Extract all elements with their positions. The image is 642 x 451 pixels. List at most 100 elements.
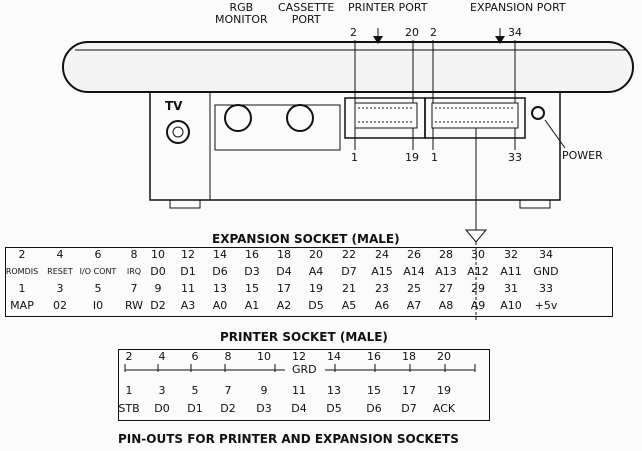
- even-pin-number: 30: [471, 248, 485, 261]
- even-pin-number: 8: [130, 248, 138, 261]
- even-pin-signal: A15: [371, 265, 393, 278]
- expansion-port-connector: [431, 102, 519, 129]
- even-pin-number: 18: [277, 248, 291, 261]
- even-pin-signal: A4: [308, 265, 324, 278]
- even-pin-signal: D0: [150, 265, 166, 278]
- even-pin-number: 20: [309, 248, 323, 261]
- odd-pin-number: 19: [309, 282, 323, 295]
- even-pin-signal: D1: [180, 265, 196, 278]
- caption: PIN-OUTS FOR PRINTER AND EXPANSION SOCKE…: [118, 432, 459, 446]
- cassette-din-socket-icon: [286, 104, 314, 132]
- odd-pin-number: 29: [471, 282, 485, 295]
- even-pin-number: 14: [327, 350, 341, 363]
- even-pin-number: 10: [151, 248, 165, 261]
- odd-pin-number: 27: [439, 282, 453, 295]
- even-pin-number: 4: [158, 350, 166, 363]
- odd-pin-number: 1: [18, 282, 26, 295]
- printer-port-label: PRINTER PORT: [348, 1, 428, 14]
- even-pin-signal: GND: [533, 265, 559, 278]
- even-pin-number: 24: [375, 248, 389, 261]
- odd-pin-signal: MAP: [10, 299, 34, 312]
- odd-pin-number: 3: [56, 282, 64, 295]
- even-pin-signal: RESET: [47, 267, 73, 276]
- even-pin-number: 16: [245, 248, 259, 261]
- odd-pin-number: 15: [245, 282, 259, 295]
- odd-pin-signal: D7: [401, 402, 417, 415]
- even-pin-number: 2: [18, 248, 26, 261]
- odd-pin-signal: STB: [118, 402, 140, 415]
- even-pin-number: 22: [342, 248, 356, 261]
- odd-pin-number: 7: [224, 384, 232, 397]
- power-socket-icon: [531, 106, 545, 120]
- even-pin-number: 8: [224, 350, 232, 363]
- expansion-port-label: EXPANSION PORT: [470, 1, 566, 14]
- odd-pin-signal: D1: [187, 402, 203, 415]
- odd-pin-number: 11: [181, 282, 195, 295]
- expansion-socket-title: EXPANSION SOCKET (MALE): [212, 232, 400, 246]
- odd-pin-number: 9: [154, 282, 162, 295]
- even-pin-number: 4: [56, 248, 64, 261]
- odd-pin-number: 15: [367, 384, 381, 397]
- even-pin-signal: I/O CONT: [79, 267, 117, 276]
- rgb-label-line1: RGB: [229, 1, 254, 14]
- computer-case-edge: [62, 41, 634, 93]
- rear-panel: [149, 92, 561, 201]
- even-pin-signal: A11: [500, 265, 522, 278]
- odd-pin-number: 13: [327, 384, 341, 397]
- odd-pin-number: 5: [94, 282, 102, 295]
- odd-pin-number: 11: [292, 384, 306, 397]
- odd-pin-number: 9: [260, 384, 268, 397]
- odd-pin-signal: D0: [154, 402, 170, 415]
- even-pin-signal: A12: [467, 265, 489, 278]
- even-pin-number: 18: [402, 350, 416, 363]
- power-label: POWER: [562, 149, 603, 162]
- odd-pin-signal: A2: [276, 299, 292, 312]
- even-pin-number: 12: [181, 248, 195, 261]
- even-pin-signal: ROMDIS: [5, 267, 39, 276]
- odd-pin-number: 1: [125, 384, 133, 397]
- odd-pin-signal: A9: [470, 299, 486, 312]
- odd-pin-number: 31: [504, 282, 518, 295]
- pin-label: 19: [405, 151, 419, 164]
- odd-pin-number: 5: [191, 384, 199, 397]
- pin-label: 2: [350, 26, 357, 39]
- odd-pin-number: 17: [402, 384, 416, 397]
- odd-pin-signal: A5: [341, 299, 357, 312]
- odd-pin-signal: D5: [326, 402, 342, 415]
- even-pin-number: 6: [191, 350, 199, 363]
- odd-pin-signal: D5: [308, 299, 324, 312]
- odd-pin-number: 13: [213, 282, 227, 295]
- even-pin-number: 28: [439, 248, 453, 261]
- odd-pin-signal: A10: [500, 299, 522, 312]
- odd-pin-number: 7: [130, 282, 138, 295]
- printer-socket-title: PRINTER SOCKET (MALE): [220, 330, 388, 344]
- odd-pin-signal: D4: [291, 402, 307, 415]
- odd-pin-number: 33: [539, 282, 553, 295]
- even-pin-number: 26: [407, 248, 421, 261]
- odd-pin-signal: D2: [220, 402, 236, 415]
- odd-pin-signal: A8: [438, 299, 454, 312]
- even-pin-signal: IRQ: [126, 267, 142, 276]
- odd-pin-signal: +5v: [534, 299, 558, 312]
- even-pin-number: 10: [257, 350, 271, 363]
- even-pin-signal: D4: [276, 265, 292, 278]
- odd-pin-number: 21: [342, 282, 356, 295]
- odd-pin-signal: A7: [406, 299, 422, 312]
- odd-pin-signal: ACK: [432, 402, 456, 415]
- even-pin-number: 32: [504, 248, 518, 261]
- even-pin-number: 6: [94, 248, 102, 261]
- odd-pin-number: 23: [375, 282, 389, 295]
- odd-pin-signal: A3: [180, 299, 196, 312]
- cassette-label-line2: PORT: [291, 13, 321, 26]
- pin-label: 1: [431, 151, 438, 164]
- odd-pin-signal: D6: [366, 402, 382, 415]
- pin-label: 20: [405, 26, 419, 39]
- rgb-din-socket-icon: [224, 104, 252, 132]
- odd-pin-signal: D3: [256, 402, 272, 415]
- pin-label: 1: [351, 151, 358, 164]
